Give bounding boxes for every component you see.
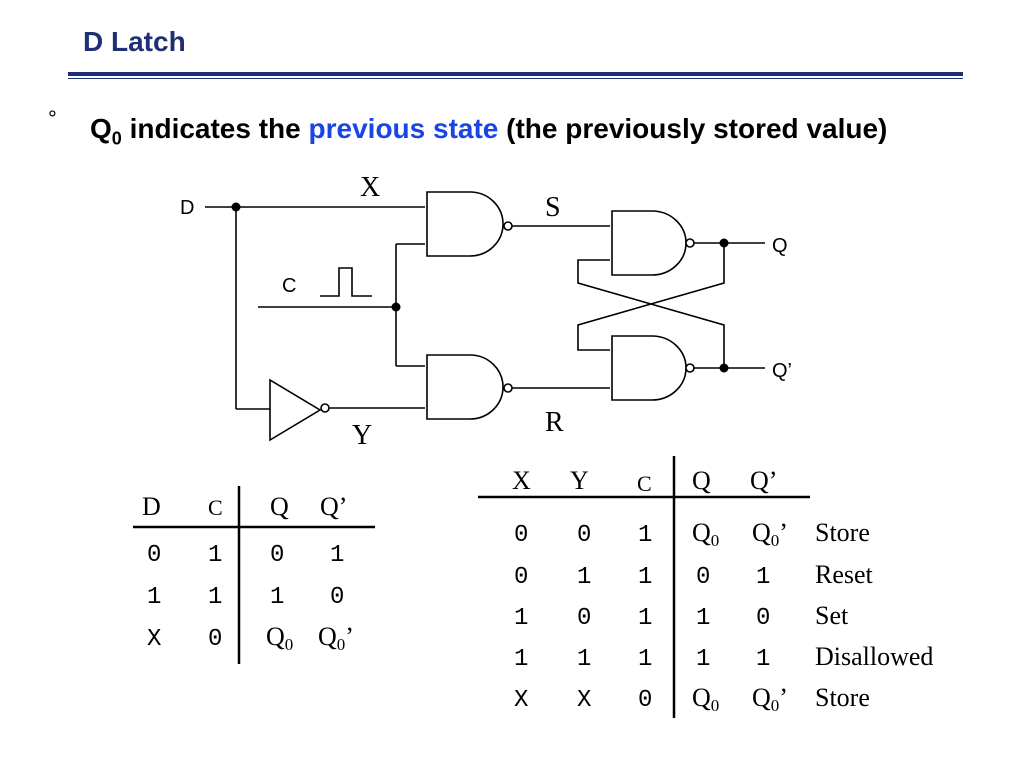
label-q: Q <box>772 235 788 257</box>
junction-d <box>231 202 241 212</box>
table-large-row-label: Store <box>815 683 870 712</box>
bullet-text: Q0 indicates the previous state (the pre… <box>90 109 890 159</box>
table-large-cell: 1 <box>514 646 528 673</box>
feedback-q-to-gate4 <box>577 243 725 351</box>
table-large-cell: 0 <box>514 522 528 549</box>
table-large-header-qbar: Q’ <box>750 466 777 495</box>
table-large-row-label: Set <box>815 601 849 630</box>
nand-gate-q-bubble <box>685 238 695 248</box>
circuit-labels: D C X Y S R Q Q’ <box>180 172 792 451</box>
nand-gate-qbar-icon <box>611 335 687 401</box>
label-d: D <box>180 197 194 219</box>
table-large-cell: Q0 <box>692 683 719 715</box>
label-c: C <box>282 275 296 297</box>
bullet-text-before: indicates the <box>121 113 309 144</box>
nand-gate-qbar-bubble <box>685 363 695 373</box>
table-small-cell: 1 <box>270 584 284 611</box>
table-large-header-y: Y <box>570 466 589 495</box>
truth-table-xy: X Y C Q Q’ <box>478 456 810 718</box>
table-large-cell: 0 <box>577 605 591 632</box>
nand-gate-x-bubble <box>503 221 513 231</box>
table-large-cell: 0 <box>696 564 710 591</box>
table-small-header-qbar: Q’ <box>320 492 347 521</box>
title-rule-thick <box>68 72 963 76</box>
table-large-cell: 1 <box>756 564 770 591</box>
clock-pulse-icon <box>320 267 372 297</box>
table-large-cell: 1 <box>577 564 591 591</box>
inverter-bubble <box>320 403 330 413</box>
bullet-q-symbol: Q <box>90 113 112 144</box>
nand-gate-y-bubble <box>503 383 513 393</box>
table-large-row-label: Reset <box>815 560 874 589</box>
truth-table-d: D C Q Q’ 0 1 0 1 1 1 1 0 X 0 Q0 Q0’ <box>133 486 375 664</box>
table-small-header-d: D <box>142 492 161 521</box>
inverter-icon <box>269 378 322 442</box>
label-y: Y <box>352 420 372 451</box>
label-qbar: Q’ <box>772 360 792 382</box>
table-large-cell: 1 <box>514 605 528 632</box>
table-small-cell: 0 <box>147 542 161 569</box>
bullet-q-subscript: 0 <box>111 128 122 149</box>
table-small-cell-q0bar: Q0’ <box>318 622 354 654</box>
table-large-cell: 1 <box>756 646 770 673</box>
feedback-qbar-to-gate3 <box>577 259 725 368</box>
table-large-cell: 0 <box>638 687 652 714</box>
bullet-text-after: (the previously stored value) <box>498 113 888 144</box>
table-small-cell: X <box>147 626 161 653</box>
bullet-marker: ° <box>48 106 57 131</box>
table-small-cell: 1 <box>208 584 222 611</box>
table-large-cell: X <box>514 687 528 714</box>
label-x: X <box>360 172 380 203</box>
label-s: S <box>545 192 561 223</box>
table-large-cell: Q0’ <box>752 683 788 715</box>
table-small-cell-q0: Q0 <box>266 622 293 654</box>
circuit <box>205 191 765 442</box>
table-large-cell: 1 <box>577 646 591 673</box>
table-large-cell: 0 <box>756 605 770 632</box>
table-large-cell: X <box>577 687 591 714</box>
table-large-cell: 1 <box>696 646 710 673</box>
table-large-cell: 1 <box>696 605 710 632</box>
junction-clock <box>391 302 401 312</box>
table-large-cell: 1 <box>638 522 652 549</box>
table-small-header-c: C <box>208 495 223 520</box>
table-large-cell: Q0’ <box>752 518 788 550</box>
bullet-highlight: previous state <box>308 113 499 144</box>
table-large-header-x: X <box>512 466 531 495</box>
table-large-cell: 0 <box>577 522 591 549</box>
table-large-row-label: Disallowed <box>815 642 933 671</box>
title-rule-thin <box>68 78 963 79</box>
table-small-header-q: Q <box>270 492 289 521</box>
table-small-cell: 0 <box>208 626 222 653</box>
table-small-cell: 1 <box>208 542 222 569</box>
table-small-cell: 0 <box>270 542 284 569</box>
table-small-cell: 1 <box>147 584 161 611</box>
table-large-cell: Q0 <box>692 518 719 550</box>
table-large-cell: 0 <box>514 564 528 591</box>
slide-title: D Latch <box>83 26 186 57</box>
table-large-cell: 1 <box>638 564 652 591</box>
table-large-cell: 1 <box>638 605 652 632</box>
label-r: R <box>545 407 564 438</box>
nand-gate-x-icon <box>426 191 504 257</box>
nand-gate-y-icon <box>426 354 504 420</box>
table-small-cell: 0 <box>330 584 344 611</box>
table-large-row-label: Store <box>815 518 870 547</box>
nand-gate-q-icon <box>611 210 687 276</box>
table-large-header-q: Q <box>692 466 711 495</box>
table-large-cell: 1 <box>638 646 652 673</box>
table-large-header-c: C <box>637 471 652 496</box>
table-small-cell: 1 <box>330 542 344 569</box>
